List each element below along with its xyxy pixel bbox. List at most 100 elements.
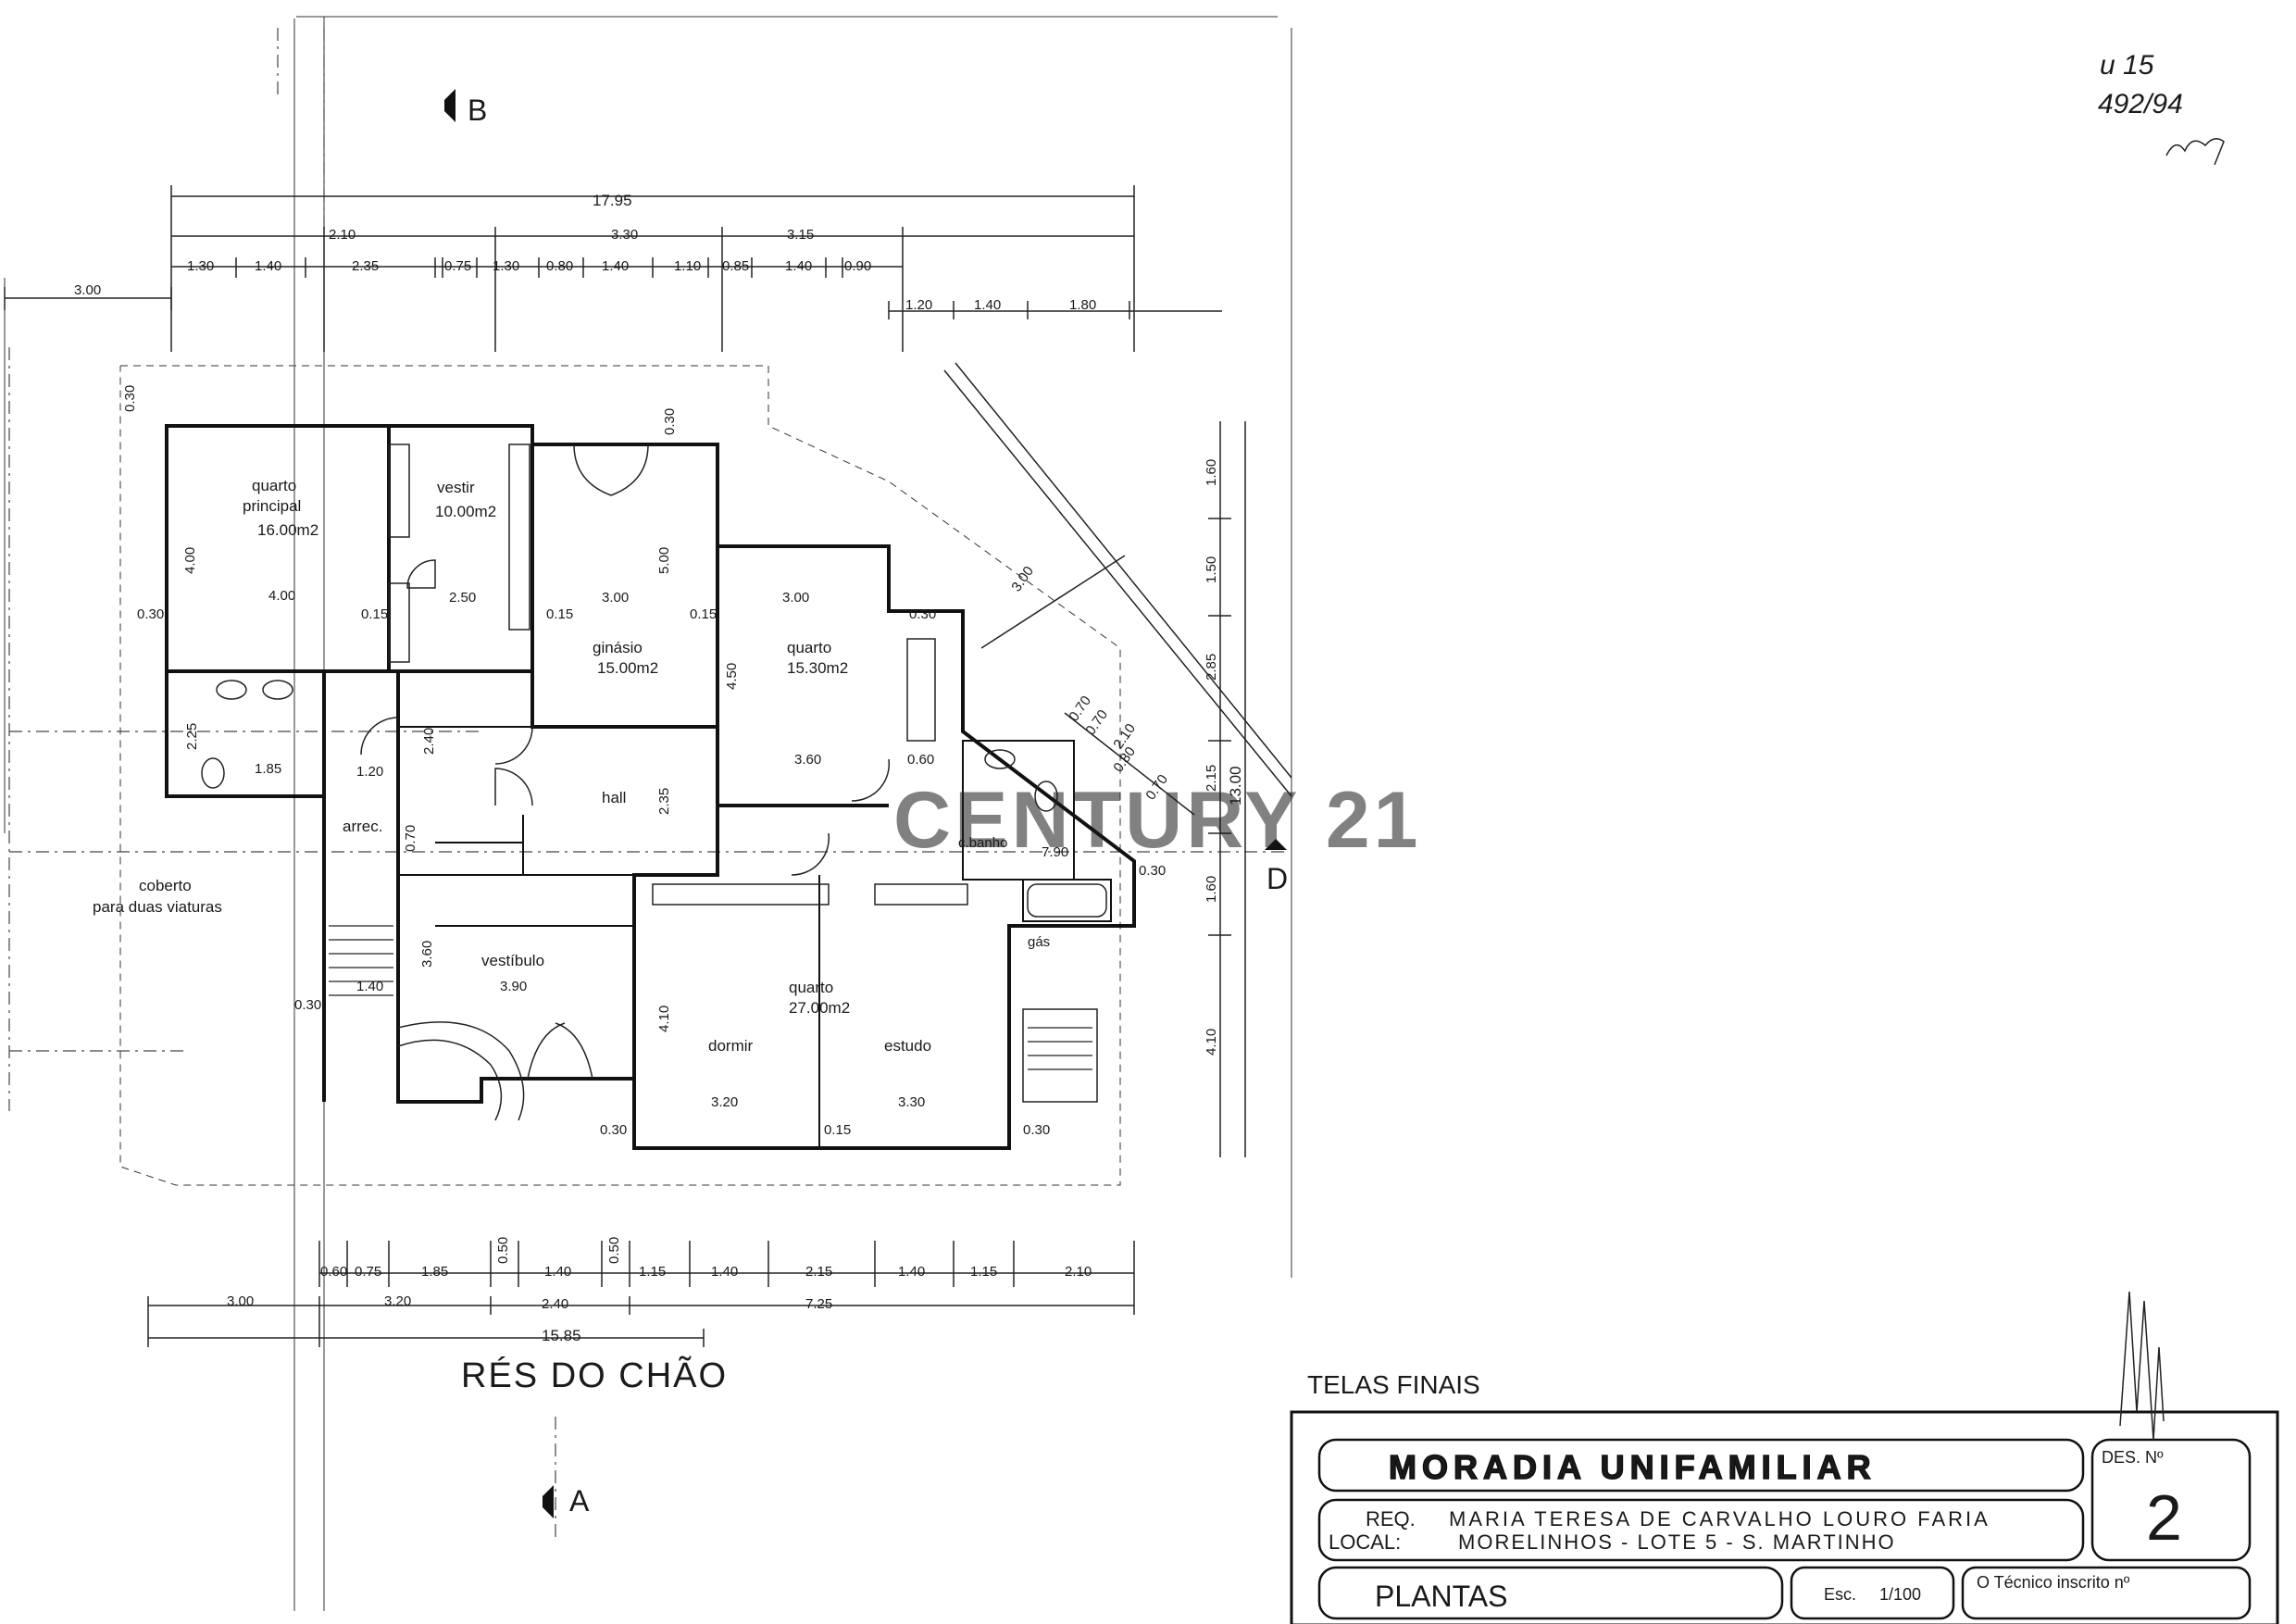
- wall-note-10: 0.30: [294, 997, 321, 1013]
- wall-note-8: 0.30: [909, 606, 936, 622]
- room-dormir: dormir: [708, 1037, 754, 1055]
- bottom-dimensions: 0.60 0.75 1.85 0.50 1.40 0.50 1.15 1.40 …: [147, 1237, 1135, 1347]
- right-dim-1: 1.60: [1204, 459, 1219, 486]
- dim-top-row3-7: 1.40: [602, 258, 629, 274]
- bottom-dim-6: 0.50: [606, 1237, 622, 1264]
- project-name: MORADIA UNIFAMILIAR: [1389, 1448, 1877, 1486]
- dim-ginasio-width: 3.00: [602, 590, 629, 606]
- dim-qp-width: 4.00: [268, 588, 295, 604]
- wall-note-2: 0.30: [662, 408, 678, 435]
- dim-vestir-width: 2.50: [449, 590, 476, 606]
- dim-right-row-2: 1.40: [974, 297, 1001, 313]
- wall-note-12: 0.15: [824, 1122, 851, 1138]
- bottom-row2-3: 2.40: [542, 1296, 568, 1312]
- dim-top-left: 3.00: [74, 282, 101, 298]
- site-boundary: [119, 362, 1292, 1186]
- telas-finais: TELAS FINAIS: [1307, 1370, 1480, 1399]
- right-dimensions: 1.60 1.50 2.85 2.15 13.00 1.60 4.10: [1204, 421, 1246, 1157]
- bottom-dim-1: 0.60: [320, 1264, 347, 1280]
- section-d-label: D: [1267, 862, 1288, 895]
- diag-dim-1: 3.00: [1008, 564, 1037, 595]
- section-marker-a: A: [543, 1417, 590, 1542]
- section-a-label: A: [569, 1484, 590, 1518]
- dim-quarto-width: 3.00: [782, 590, 809, 606]
- right-dim-overall: 13.00: [1227, 766, 1244, 806]
- tecnico-label: O Técnico inscrito nº: [1977, 1573, 2130, 1592]
- section-marker-d: D: [9, 839, 1288, 895]
- dim-ginasio-height: 5.00: [656, 547, 672, 574]
- fixtures: [201, 443, 1107, 1121]
- right-dim-6: 4.10: [1204, 1029, 1219, 1056]
- scale-value: 1/100: [1879, 1585, 1921, 1604]
- bottom-dim-4: 0.50: [495, 1237, 511, 1264]
- sheet-name: PLANTAS: [1375, 1580, 1507, 1613]
- dim-bath-2: 1.85: [255, 761, 281, 777]
- dim-qb-dormir: 3.20: [711, 1094, 738, 1110]
- room-quarto-principal-area: 16.00m2: [257, 521, 318, 539]
- wall-note-11: 0.30: [600, 1122, 627, 1138]
- carport-line-2: para duas viaturas: [93, 898, 222, 916]
- dim-top-row3-5: 1.30: [493, 258, 519, 274]
- dim-top-row3-9: 0.85: [722, 258, 749, 274]
- handwritten-annotation: u 15 492/94: [2098, 50, 2225, 166]
- des-number: 2: [2146, 1481, 2182, 1554]
- dim-top-row3-8: 1.10: [674, 258, 701, 274]
- dim-top-row2-3: 3.15: [787, 227, 814, 243]
- dim-top-row3-3: 2.35: [352, 258, 379, 274]
- dim-right-row-1: 1.20: [905, 297, 932, 313]
- dim-vest-2: 1.40: [356, 979, 383, 994]
- wall-note-13: 0.30: [1023, 1122, 1050, 1138]
- watermark-century21: CENTURY 21: [893, 776, 1422, 865]
- bottom-dim-3: 1.85: [421, 1264, 448, 1280]
- carport-line-1: coberto: [139, 877, 192, 894]
- dim-top-row3-6: 0.80: [546, 258, 573, 274]
- handwritten-line-2: 492/94: [2098, 89, 2183, 119]
- room-labels: quarto principal 16.00m2 vestir 10.00m2 …: [93, 477, 1050, 1055]
- bottom-dim-10: 1.40: [898, 1264, 925, 1280]
- room-vestir: vestir: [437, 479, 475, 496]
- dim-bath-3: 1.20: [356, 764, 383, 780]
- dim-banho: 7.90: [1042, 844, 1068, 860]
- section-marker-b: B: [277, 28, 487, 231]
- scale-label: Esc.: [1824, 1585, 1856, 1604]
- room-arrec: arrec.: [343, 818, 382, 835]
- room-estudo: estudo: [884, 1037, 931, 1055]
- room-ginasio-area: 15.00m2: [597, 659, 658, 677]
- wall-note-5: 0.15: [690, 606, 717, 622]
- room-vestibulo: vestíbulo: [481, 952, 544, 969]
- room-quarto: quarto: [787, 639, 831, 656]
- dim-qb-estudo: 3.30: [898, 1094, 925, 1110]
- dim-quarto-bottom: 3.60: [794, 752, 821, 768]
- bottom-dim-8: 1.40: [711, 1264, 738, 1280]
- wall-note-1: 0.30: [122, 385, 138, 412]
- bottom-row2-4: 7.25: [805, 1296, 832, 1312]
- local-value: MORELINHOS - LOTE 5 - S. MARTINHO: [1458, 1530, 1896, 1554]
- dim-hall-1: 2.40: [421, 728, 437, 755]
- bottom-dim-9: 2.15: [805, 1264, 832, 1280]
- top-dimensions: 17.95 2.10 3.30 3.15 1.30 1.40 2.35 0.75…: [4, 185, 1222, 352]
- room-quarto-area: 15.30m2: [787, 659, 848, 677]
- wall-note-7: 0.30: [137, 606, 164, 622]
- wall-note-4: 0.15: [546, 606, 573, 622]
- dim-vest-3: 3.90: [500, 979, 527, 994]
- dim-top-row2-1: 2.10: [329, 227, 356, 243]
- dim-top-row3-1: 1.30: [187, 258, 214, 274]
- req-label: REQ.: [1366, 1507, 1416, 1530]
- local-label: LOCAL:: [1329, 1530, 1401, 1554]
- dim-qp-height: 4.00: [182, 547, 198, 574]
- dim-top-row3-11: 0.90: [844, 258, 871, 274]
- dim-vest-1: 3.60: [419, 941, 435, 968]
- bottom-dim-5: 1.40: [544, 1264, 571, 1280]
- room-hall: hall: [602, 789, 626, 806]
- bottom-dim-7: 1.15: [639, 1264, 666, 1280]
- right-dim-3: 2.85: [1204, 654, 1219, 681]
- plan-title: RÉS DO CHÃO: [461, 1355, 728, 1395]
- bottom-row2-1: 3.00: [227, 1293, 254, 1309]
- room-quarto-big: quarto: [789, 979, 833, 996]
- reference-lines: [4, 278, 481, 1111]
- room-c-banho: c.banho: [958, 835, 1007, 851]
- bottom-overall: 15.85: [542, 1327, 581, 1344]
- room-ginasio: ginásio: [593, 639, 643, 656]
- room-vestir-area: 10.00m2: [435, 503, 496, 520]
